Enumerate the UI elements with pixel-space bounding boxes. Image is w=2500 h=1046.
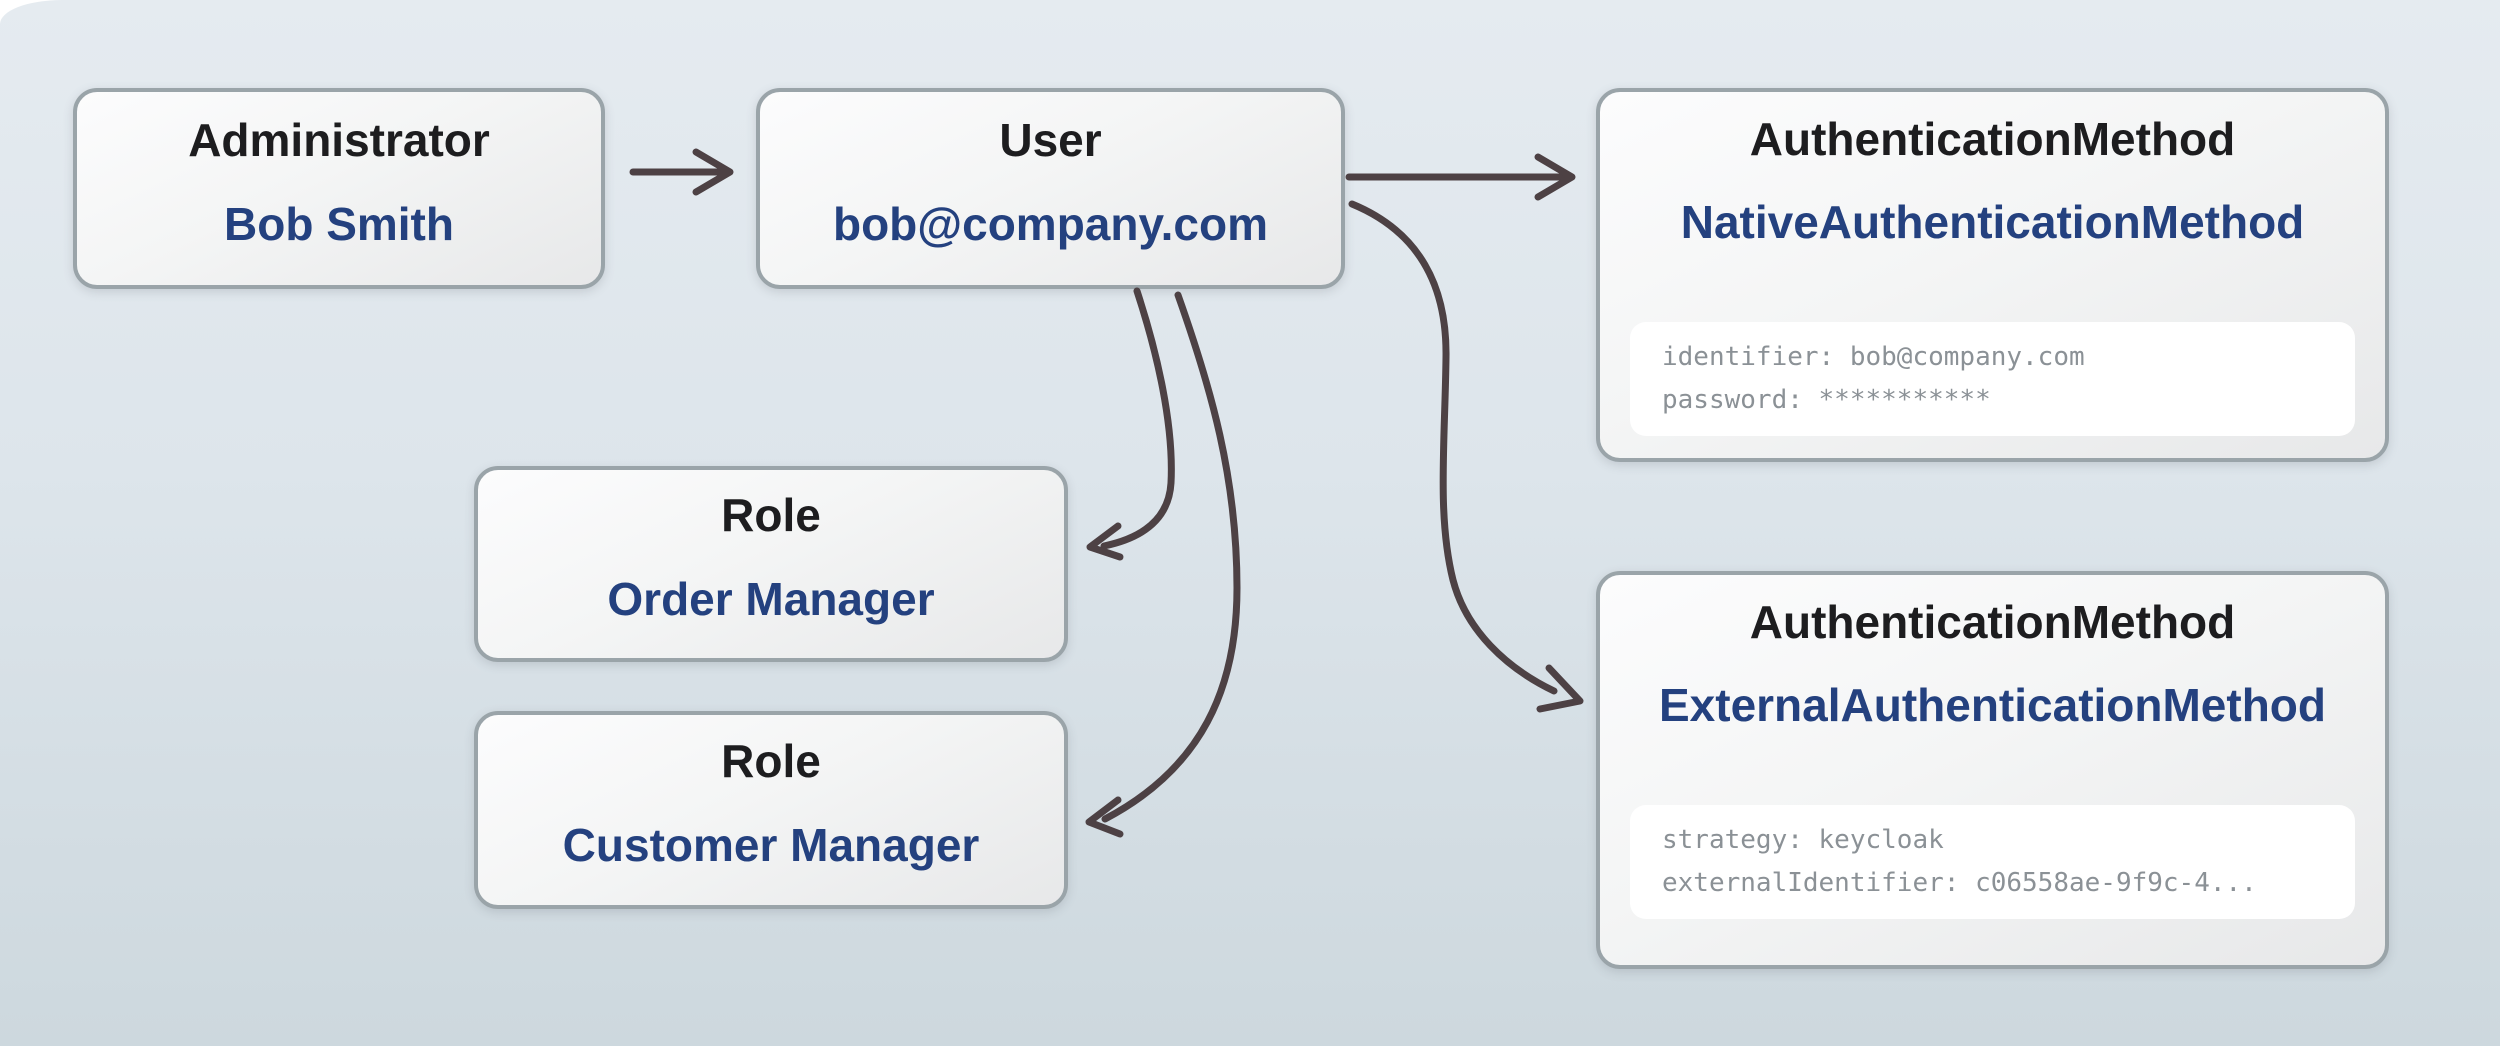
node-order-role-type: Role <box>721 489 821 541</box>
external-auth-identifier: externalIdentifier: c06558ae-9f9c-4... <box>1662 868 2257 898</box>
node-customer-role-type: Role <box>721 735 821 787</box>
node-native-auth-type: AuthenticationMethod <box>1749 113 2236 165</box>
node-user-label: bob@company.com <box>832 197 1269 250</box>
arrow-user-to-order-role <box>1086 287 1175 561</box>
node-customer-role-label: Customer Manager <box>562 819 980 871</box>
external-auth-strategy: strategy: keycloak <box>1662 825 1944 855</box>
node-native-auth-label: NativeAuthenticationMethod <box>1680 196 2305 248</box>
node-order-role-label: Order Manager <box>607 573 935 625</box>
node-external-auth-label: ExternalAuthenticationMethod <box>1658 679 2327 731</box>
node-administrator-type: Administrator <box>188 113 490 166</box>
native-auth-password: password: *********** <box>1662 385 1991 415</box>
node-native-authentication-method: AuthenticationMethod NativeAuthenticatio… <box>1596 88 2389 462</box>
arrow-user-to-customer-role <box>1085 291 1241 838</box>
node-user: User bob@company.com <box>756 88 1345 289</box>
node-administrator-label: Bob Smith <box>224 197 454 250</box>
node-user-type: User <box>999 113 1102 166</box>
node-role-order-manager: Role Order Manager <box>474 466 1068 662</box>
node-external-authentication-method: AuthenticationMethod ExternalAuthenticat… <box>1596 571 2389 969</box>
native-auth-identifier: identifier: bob@company.com <box>1662 342 2085 372</box>
arrow-user-to-external-auth <box>1348 200 1584 713</box>
node-administrator: Administrator Bob Smith <box>73 88 605 289</box>
arrow-user-to-native-auth <box>1345 153 1576 201</box>
native-auth-code-panel: identifier: bob@company.com password: **… <box>1630 322 2355 436</box>
external-auth-code-panel: strategy: keycloak externalIdentifier: c… <box>1630 805 2355 919</box>
node-external-auth-type: AuthenticationMethod <box>1749 596 2236 648</box>
node-role-customer-manager: Role Customer Manager <box>474 711 1068 909</box>
arrow-administrator-to-user <box>629 148 734 196</box>
